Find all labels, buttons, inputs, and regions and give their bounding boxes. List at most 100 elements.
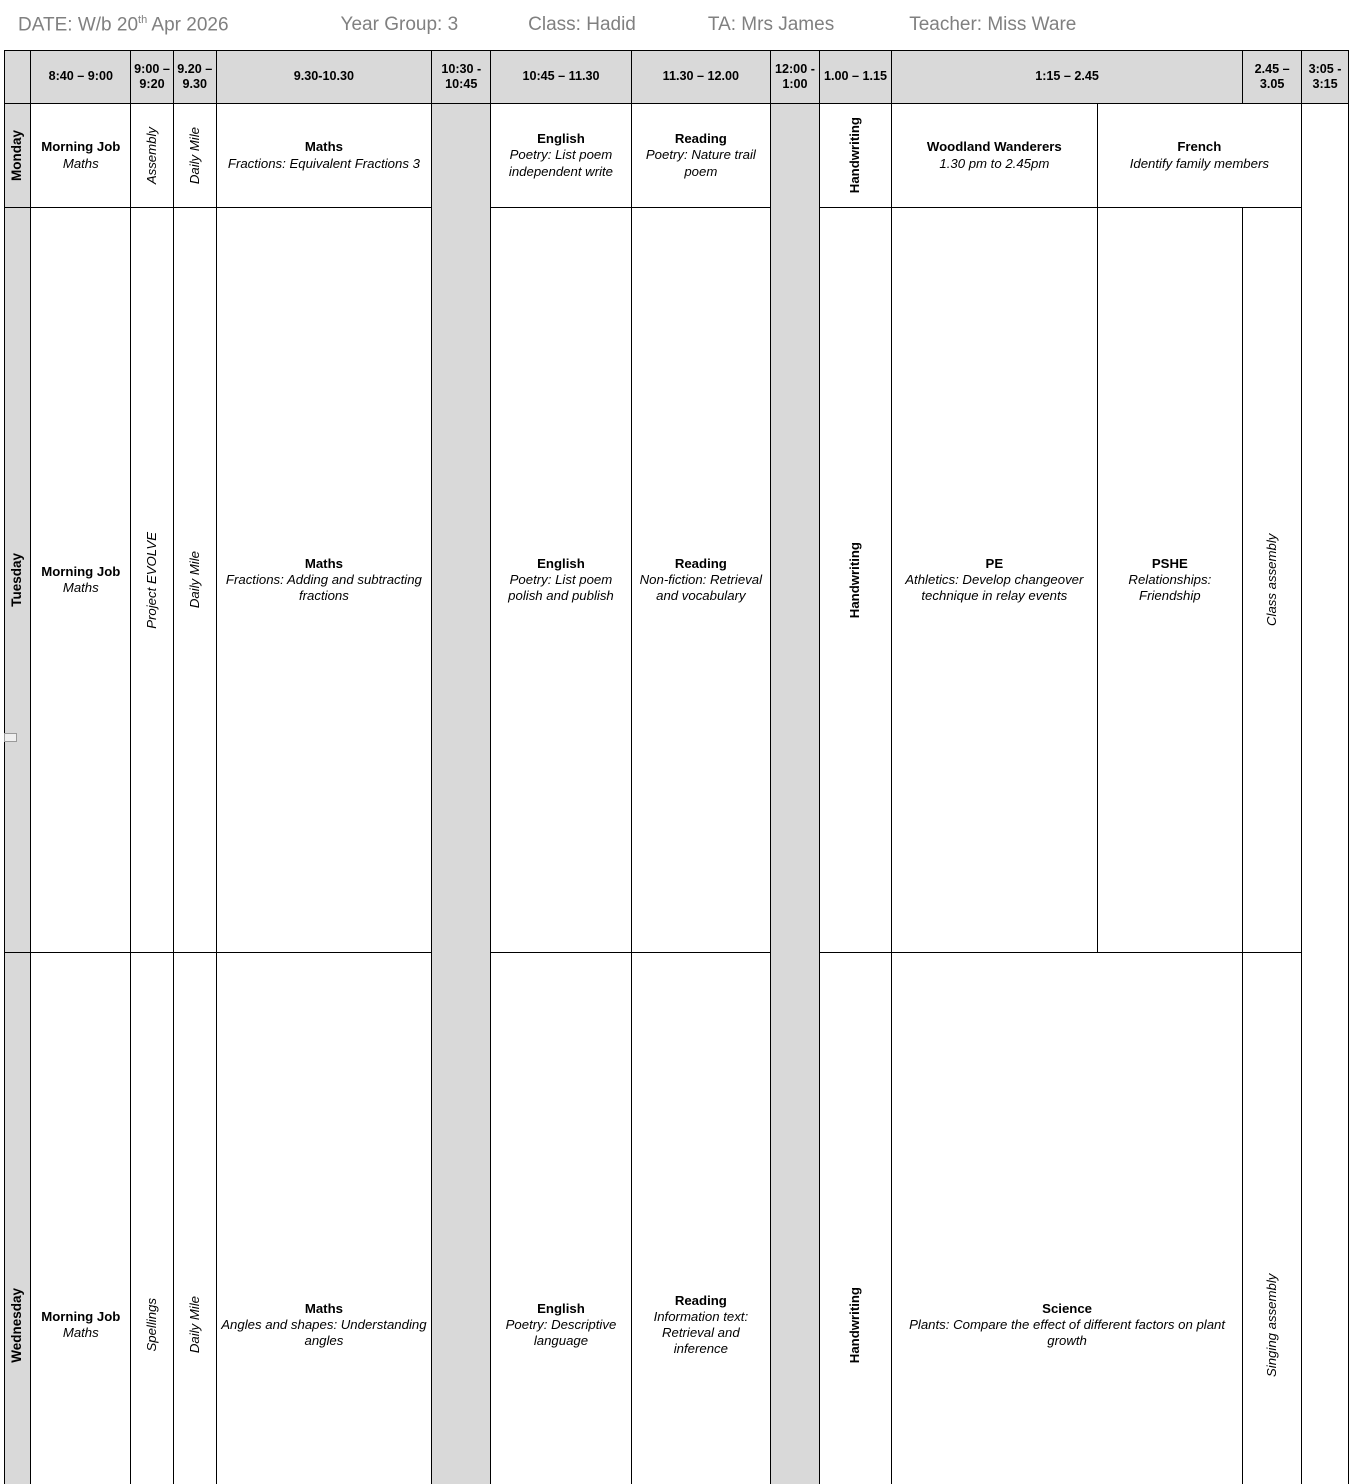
cell-detail: Identify family members <box>1100 156 1300 172</box>
cell-tuesday-slot-920[interactable]: Daily Mile <box>173 208 216 953</box>
cell-detail: Plants: Compare the effect of different … <box>894 1317 1240 1349</box>
table-row-wednesday: Wednesday Morning Job Maths Spellings Da… <box>5 953 1349 1484</box>
cell-label: Assembly <box>144 127 160 184</box>
cell-wednesday-registration[interactable]: Morning Job Maths <box>31 953 131 1484</box>
header-slot-100: 1.00 – 1.15 <box>819 51 891 104</box>
cell-wednesday-afternoon[interactable]: Science Plants: Compare the effect of di… <box>892 953 1243 1484</box>
cell-tuesday-afternoon[interactable]: PE Athletics: Develop changeover techniq… <box>892 208 1098 953</box>
cell-detail: Non-fiction: Retrieval and vocabulary <box>634 572 768 604</box>
day-label-tuesday: Tuesday <box>5 208 31 953</box>
cell-monday-afternoon[interactable]: Woodland Wanderers 1.30 pm to 2.45pm <box>892 104 1098 208</box>
header-slot-900: 9:00 – 9:20 <box>131 51 174 104</box>
cell-subject: Morning Job <box>33 564 128 580</box>
cell-subject: Reading <box>634 1293 768 1309</box>
cell-monday-slot-920[interactable]: Daily Mile <box>173 104 216 208</box>
header-registration: 8:40 – 9:00 <box>31 51 131 104</box>
cell-label: Spellings <box>144 1298 160 1352</box>
weekly-timetable: 8:40 – 9:00 9:00 – 9:20 9.20 – 9.30 9.30… <box>4 50 1349 1484</box>
cell-wednesday-slot-900[interactable]: Spellings <box>131 953 174 1484</box>
cell-subject: English <box>493 1301 628 1317</box>
cell-wednesday-slot-100[interactable]: Handwriting <box>819 953 891 1484</box>
break-column: Break <box>432 104 491 1484</box>
cell-subject: PE <box>894 556 1095 572</box>
lunch-column: Lunch <box>771 104 820 1484</box>
cell-detail: Athletics: Develop changeover technique … <box>894 572 1095 604</box>
secret-student-column[interactable]: Secret student <box>1302 104 1349 1484</box>
cell-subject: Reading <box>634 131 768 147</box>
cell-label: Daily Mile <box>187 127 203 184</box>
cell-monday-slot-900[interactable]: Assembly <box>131 104 174 208</box>
cell-label: Daily Mile <box>187 551 203 608</box>
cell-detail: 1.30 pm to 2.45pm <box>894 156 1095 172</box>
cell-detail: Poetry: Nature trail poem <box>634 147 768 179</box>
cell-wednesday-slot-1130[interactable]: Reading Information text: Retrieval and … <box>631 953 770 1484</box>
header-lunch: 12:00 - 1:00 <box>771 51 820 104</box>
cell-wednesday-assembly[interactable]: Singing assembly <box>1243 953 1302 1484</box>
header-slot-1130: 11.30 – 12.00 <box>631 51 770 104</box>
cell-detail: Maths <box>33 1325 128 1341</box>
cell-detail: Maths <box>33 580 128 596</box>
header-slot-115: 1:15 – 2.45 <box>892 51 1243 104</box>
cell-detail: Fractions: Adding and subtracting fracti… <box>219 572 430 604</box>
cell-subject: Woodland Wanderers <box>894 139 1095 155</box>
cell-tuesday-slot-1130[interactable]: Reading Non-fiction: Retrieval and vocab… <box>631 208 770 953</box>
cell-wednesday-morning[interactable]: Maths Angles and shapes: Understanding a… <box>216 953 432 1484</box>
meta-ta: TA: Mrs James <box>708 14 834 36</box>
cell-label: Singing assembly <box>1264 954 1281 1484</box>
header-slot-305: 3:05 - 3:15 <box>1302 51 1349 104</box>
header-slot-245: 2.45 – 3.05 <box>1243 51 1302 104</box>
cell-subject: Reading <box>634 556 768 572</box>
cell-monday-slot-1130[interactable]: Reading Poetry: Nature trail poem <box>631 104 770 208</box>
cell-label: Daily Mile <box>187 1296 203 1353</box>
meta-year-group: Year Group: 3 <box>341 14 459 36</box>
cell-monday-slot-1045[interactable]: English Poetry: List poem independent wr… <box>491 104 631 208</box>
cell-subject: Morning Job <box>33 1309 128 1325</box>
meta-class: Class: Hadid <box>528 14 636 36</box>
cell-subject: Science <box>894 1301 1240 1317</box>
header-slot-930: 9.30-10.30 <box>216 51 432 104</box>
cell-tuesday-assembly[interactable]: Class assembly <box>1243 208 1302 953</box>
cell-subject: English <box>493 556 628 572</box>
cell-monday-registration[interactable]: Morning Job Maths <box>31 104 131 208</box>
cell-monday-late[interactable]: French Identify family members <box>1097 104 1302 208</box>
cell-detail: Relationships: Friendship <box>1100 572 1241 604</box>
cell-detail: Poetry: List poem polish and publish <box>493 572 628 604</box>
cell-subject: Maths <box>219 139 430 155</box>
cell-tuesday-morning[interactable]: Maths Fractions: Adding and subtracting … <box>216 208 432 953</box>
cell-tuesday-slot-1045[interactable]: English Poetry: List poem polish and pub… <box>491 208 631 953</box>
header-slot-920: 9.20 – 9.30 <box>173 51 216 104</box>
cell-monday-slot-100[interactable]: Handwriting <box>819 104 891 208</box>
cell-label: Handwriting <box>847 117 863 193</box>
table-row-monday: Monday Morning Job Maths Assembly Daily … <box>5 104 1349 208</box>
document-meta-header: DATE: W/b 20th Apr 2026 Year Group: 3 Cl… <box>0 0 1352 50</box>
cell-label: Handwriting <box>847 1287 863 1363</box>
header-corner <box>5 51 31 104</box>
cell-subject: Maths <box>219 556 430 572</box>
cell-label: Project EVOLVE <box>144 532 160 629</box>
cell-subject: French <box>1100 139 1300 155</box>
cell-tuesday-slot-100[interactable]: Handwriting <box>819 208 891 953</box>
cell-label: Handwriting <box>847 542 863 618</box>
cell-wednesday-slot-1045[interactable]: English Poetry: Descriptive language <box>491 953 631 1484</box>
day-label-monday: Monday <box>5 104 31 208</box>
table-row-tuesday: Tuesday Morning Job Maths Project EVOLVE… <box>5 208 1349 953</box>
cell-wednesday-slot-920[interactable]: Daily Mile <box>173 953 216 1484</box>
cell-subject: PSHE <box>1100 556 1241 572</box>
cell-subject: Maths <box>219 1301 430 1317</box>
cell-tuesday-slot-900[interactable]: Project EVOLVE <box>131 208 174 953</box>
page-resize-handle[interactable] <box>4 733 17 742</box>
meta-teacher: Teacher: Miss Ware <box>909 14 1076 36</box>
cell-detail: Angles and shapes: Understanding angles <box>219 1317 430 1349</box>
cell-tuesday-late[interactable]: PSHE Relationships: Friendship <box>1097 208 1243 953</box>
time-header-row: 8:40 – 9:00 9:00 – 9:20 9.20 – 9.30 9.30… <box>5 51 1349 104</box>
cell-detail: Fractions: Equivalent Fractions 3 <box>219 156 430 172</box>
cell-monday-morning[interactable]: Maths Fractions: Equivalent Fractions 3 <box>216 104 432 208</box>
cell-detail: Maths <box>33 156 128 172</box>
header-slot-1045: 10:45 – 11.30 <box>491 51 631 104</box>
cell-detail: Poetry: List poem independent write <box>493 147 628 179</box>
cell-detail: Information text: Retrieval and inferenc… <box>634 1309 768 1357</box>
day-label-text: Wednesday <box>9 1288 25 1363</box>
cell-tuesday-registration[interactable]: Morning Job Maths <box>31 208 131 953</box>
date-ordinal-suffix: th <box>138 14 147 26</box>
cell-subject: Morning Job <box>33 139 128 155</box>
